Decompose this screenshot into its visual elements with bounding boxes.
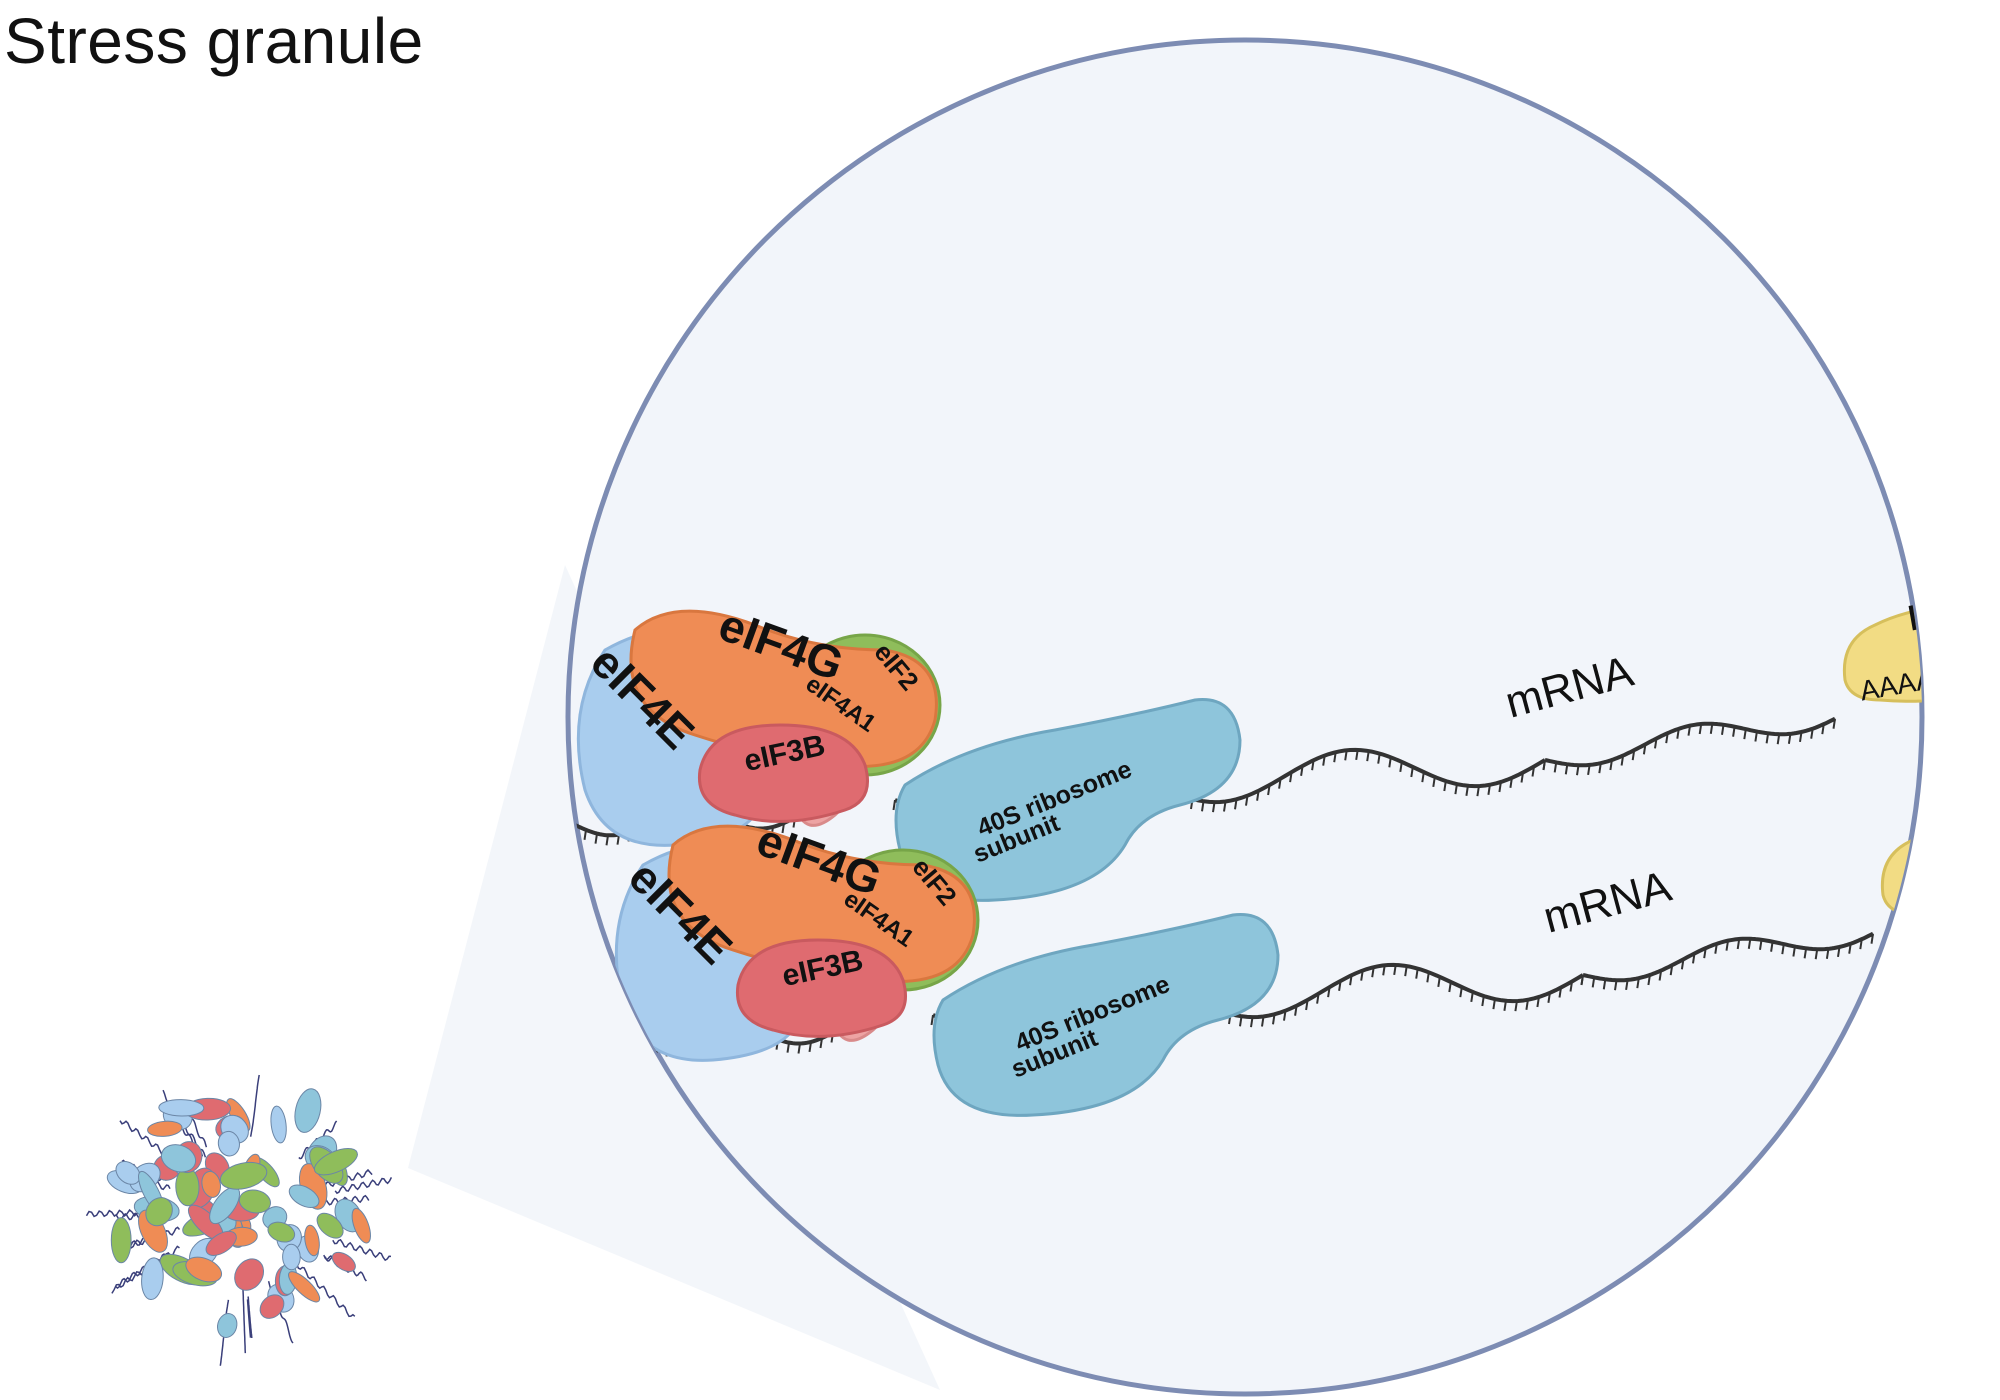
eIF4G-protein bbox=[667, 824, 976, 984]
mrna-ticks bbox=[1542, 718, 1836, 776]
granule-protein bbox=[115, 1161, 141, 1185]
mrna-ticks bbox=[1580, 933, 1874, 991]
granule-protein bbox=[145, 1197, 173, 1227]
PAB-label: PAB bbox=[1943, 801, 2000, 854]
granule-strand bbox=[247, 1296, 253, 1339]
granule-protein bbox=[316, 1212, 344, 1239]
granule-protein bbox=[201, 1170, 222, 1198]
40S-ribosome-subunit bbox=[932, 913, 1280, 1117]
granule-protein bbox=[205, 1230, 237, 1256]
zoom-circle bbox=[565, 37, 1925, 1397]
granule-protein bbox=[331, 1251, 356, 1272]
granule-strand bbox=[242, 1287, 247, 1354]
granule-protein bbox=[294, 1088, 322, 1133]
granule-protein bbox=[267, 1221, 296, 1243]
granule-protein bbox=[282, 1243, 301, 1271]
eIF3B-protein bbox=[697, 723, 869, 823]
PAB-protein bbox=[1842, 603, 1922, 703]
granule-strand bbox=[295, 1263, 356, 1318]
granule-protein bbox=[147, 1120, 183, 1137]
granule-protein bbox=[160, 1144, 197, 1173]
granule-protein bbox=[185, 1256, 223, 1283]
granule-protein bbox=[234, 1258, 265, 1291]
granule-protein bbox=[288, 1184, 320, 1209]
eIF4G-protein bbox=[629, 609, 938, 769]
granule-protein bbox=[219, 1161, 268, 1190]
granule-strand bbox=[332, 1238, 392, 1262]
eIF3B-protein bbox=[735, 938, 907, 1038]
granule-protein bbox=[141, 1257, 164, 1301]
granule-protein bbox=[110, 1217, 132, 1264]
granule-protein bbox=[259, 1294, 285, 1319]
granule-protein bbox=[288, 1271, 321, 1303]
granule-protein bbox=[158, 1099, 205, 1117]
granule-strand bbox=[249, 1074, 260, 1137]
granule-protein bbox=[217, 1130, 240, 1157]
granule-strand bbox=[246, 1299, 252, 1338]
granule-protein bbox=[304, 1224, 320, 1257]
granule-protein bbox=[351, 1207, 371, 1244]
polyA-label: AAAAAAA bbox=[1896, 868, 2000, 921]
granule-protein bbox=[238, 1189, 271, 1214]
granule-protein bbox=[217, 1313, 238, 1338]
stress-granule-cluster bbox=[85, 1074, 393, 1366]
granule-protein bbox=[270, 1105, 287, 1144]
granule-strand bbox=[334, 1177, 393, 1195]
granule-protein bbox=[313, 1148, 358, 1176]
figure-title: Stress granule bbox=[4, 5, 424, 77]
